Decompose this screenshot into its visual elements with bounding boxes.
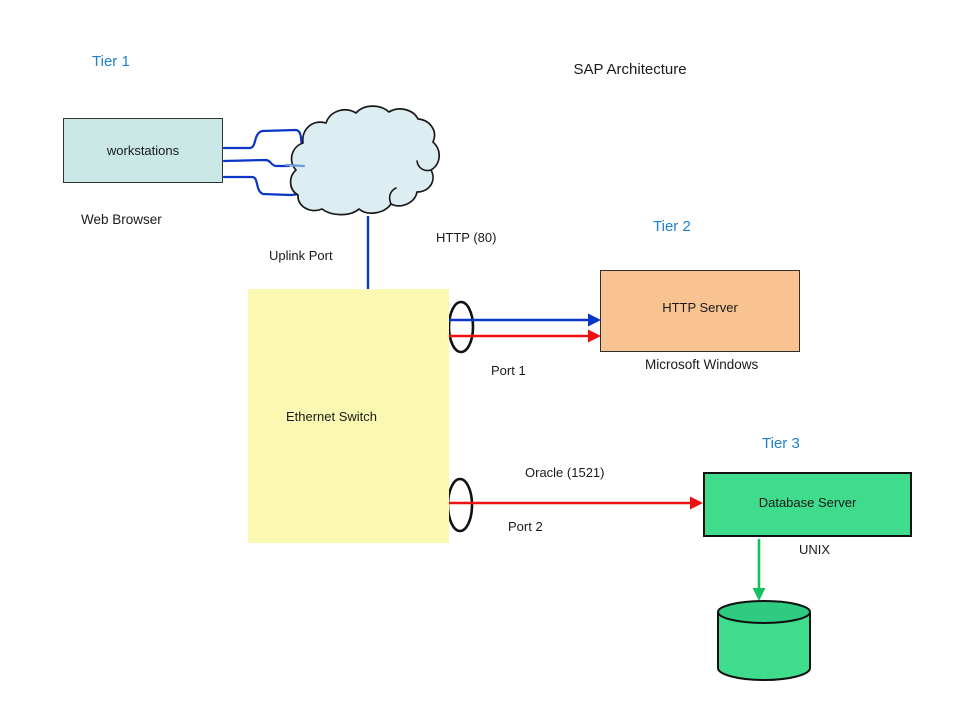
port-2-label: Port 2 — [508, 519, 543, 534]
tier-3-label: Tier 3 — [762, 435, 800, 452]
oracle-arrowhead-db — [690, 496, 703, 510]
workstations-node: workstations — [63, 118, 223, 183]
link-squiggle-bottom — [222, 175, 304, 197]
cylinder-top — [717, 600, 811, 624]
workstations-label: workstations — [106, 143, 180, 158]
unix-connection — [752, 539, 766, 601]
port-1-label: Port 1 — [491, 363, 526, 378]
microsoft-windows-caption: Microsoft Windows — [645, 357, 759, 372]
port-2-ellipse — [446, 477, 474, 533]
tier-2-label: Tier 2 — [653, 218, 691, 235]
unix-connection-arrowhead — [752, 588, 766, 601]
http-server-node: HTTP Server — [600, 270, 800, 352]
workstations-cloud-links — [222, 128, 305, 197]
link-squiggle-top — [222, 128, 305, 152]
cloud-link-dash — [284, 163, 306, 168]
internet-cloud — [284, 105, 440, 216]
oracle-1521-label: Oracle (1521) — [525, 465, 605, 480]
http-80-label: HTTP (80) — [436, 230, 497, 245]
port-1-ellipse — [447, 300, 475, 354]
database-cylinder-icon — [717, 600, 811, 681]
cloud-shape — [289, 105, 440, 216]
link-squiggle-middle — [222, 158, 291, 168]
uplink-port-label: Uplink Port — [269, 248, 333, 263]
cloud-inner-arc-right — [416, 160, 432, 172]
unix-caption: UNIX — [799, 542, 831, 557]
ethernet-switch-node: Ethernet Switch — [248, 289, 449, 543]
tier-1-label: Tier 1 — [92, 53, 130, 70]
http-server-label: HTTP Server — [662, 299, 738, 315]
cloud-inner-arc-bottom — [388, 187, 397, 205]
database-server-node: Database Server — [703, 472, 912, 537]
database-server-label: Database Server — [758, 495, 857, 510]
ethernet-switch-label: Ethernet Switch — [285, 408, 378, 424]
page-title: SAP Architecture — [573, 61, 687, 78]
cylinder-body — [717, 612, 811, 681]
web-browser-caption: Web Browser — [81, 212, 162, 227]
